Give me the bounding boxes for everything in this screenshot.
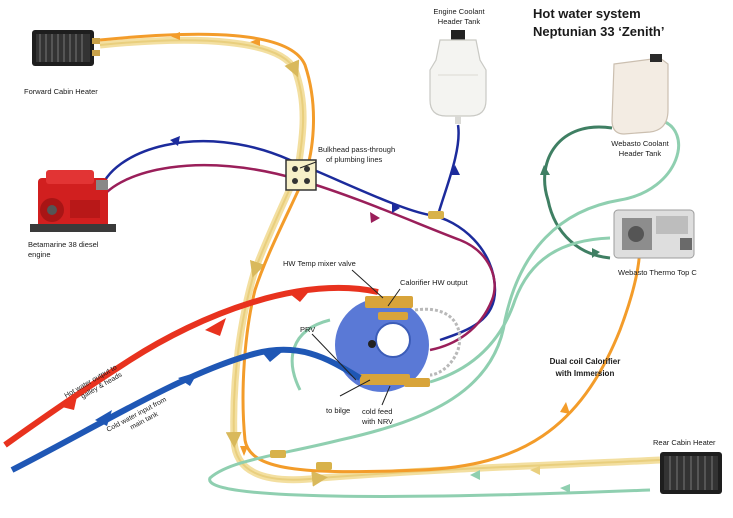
bulkhead-label-2: of plumbing lines — [326, 155, 383, 164]
flow-arrow — [560, 402, 570, 414]
hot-water-arrow-1 — [290, 288, 312, 302]
hot-water-arrow-3 — [58, 392, 78, 410]
flow-arrow — [470, 470, 480, 480]
leader-line — [387, 288, 401, 307]
flow-arrow — [560, 484, 570, 493]
mixer-valve-label: HW Temp mixer valve — [283, 259, 356, 268]
leader-line — [351, 269, 384, 299]
flow-arrow — [392, 202, 400, 213]
flow-arrow — [250, 38, 260, 46]
forward-heater-icon — [32, 30, 100, 66]
engine-secondary-pipe — [98, 163, 496, 352]
engine-coolant-feed-pipe — [98, 139, 497, 342]
rear-heater-icon — [660, 452, 722, 494]
leader-line — [311, 333, 357, 381]
cold-water-arrow-3 — [95, 410, 112, 426]
flow-arrow — [540, 165, 550, 175]
bulkhead-label-1: Bulkhead pass-through — [318, 145, 395, 154]
webasto-secondary-pipe — [429, 236, 611, 384]
leader-line — [381, 385, 391, 406]
flow-arrow — [170, 32, 180, 40]
calorifier-label-1: Dual coil Calorifier — [550, 357, 621, 366]
engine-label-1: Betamarine 38 diesel — [28, 240, 99, 249]
calorifier-label-2: with Immersion — [555, 369, 615, 378]
webasto-tank-label-2: Header Tank — [619, 149, 662, 158]
flow-arrow — [450, 165, 460, 175]
coolant-tank-drop-pipe — [436, 124, 460, 216]
title-line-1: Hot water system — [533, 6, 641, 21]
leader-line — [339, 379, 371, 397]
webasto-flow-pipe — [208, 118, 680, 498]
title-line-2: Neptunian 33 ‘Zenith’ — [533, 24, 664, 39]
engine-flow-pipe — [99, 32, 642, 474]
engine-return-pipe-inner — [99, 39, 661, 487]
webasto-heater-icon — [613, 209, 695, 259]
valve-icon — [270, 450, 286, 458]
cold-water-arrow-2 — [178, 372, 198, 386]
valve-icon — [428, 211, 444, 219]
cold-feed-label-1: cold feed — [362, 407, 392, 416]
flow-arrow — [170, 136, 180, 146]
coolant-tank-label-2: Header Tank — [438, 17, 481, 26]
webasto-heater-label: Webasto Thermo Top C — [618, 268, 697, 277]
cold-feed-label-2: with NRV — [361, 417, 393, 426]
flow-arrow — [370, 212, 380, 223]
webasto-tank-icon — [611, 54, 669, 135]
valve-icon — [316, 462, 332, 470]
hot-water-arrow-2 — [205, 318, 226, 336]
cold-water-arrow-1 — [260, 350, 282, 362]
to-bilge-label: to bilge — [326, 406, 350, 415]
hot-water-pipe — [3, 285, 379, 448]
bulkhead-plate-icon — [285, 159, 317, 191]
engine-label-2: engine — [28, 250, 51, 259]
flow-arrow — [530, 466, 540, 475]
immersion-pipe — [414, 307, 462, 377]
flow-arrow — [592, 248, 600, 258]
engine-icon — [30, 170, 116, 232]
flow-arrow — [240, 446, 248, 456]
coolant-tank-label-1: Engine Coolant — [433, 7, 485, 16]
calorifier-output-label: Calorifier HW output — [400, 278, 468, 287]
webasto-return-pipe — [543, 125, 613, 260]
calorifier-icon — [335, 296, 430, 392]
coolant-tank-icon — [429, 30, 487, 124]
prv-label: PRV — [300, 325, 315, 334]
leader-line — [299, 161, 317, 169]
rear-heater-label: Rear Cabin Heater — [653, 438, 716, 447]
forward-heater-label: Forward Cabin Heater — [24, 87, 98, 96]
webasto-tank-label-1: Webasto Coolant — [611, 139, 669, 148]
cold-water-pipe — [10, 346, 362, 473]
